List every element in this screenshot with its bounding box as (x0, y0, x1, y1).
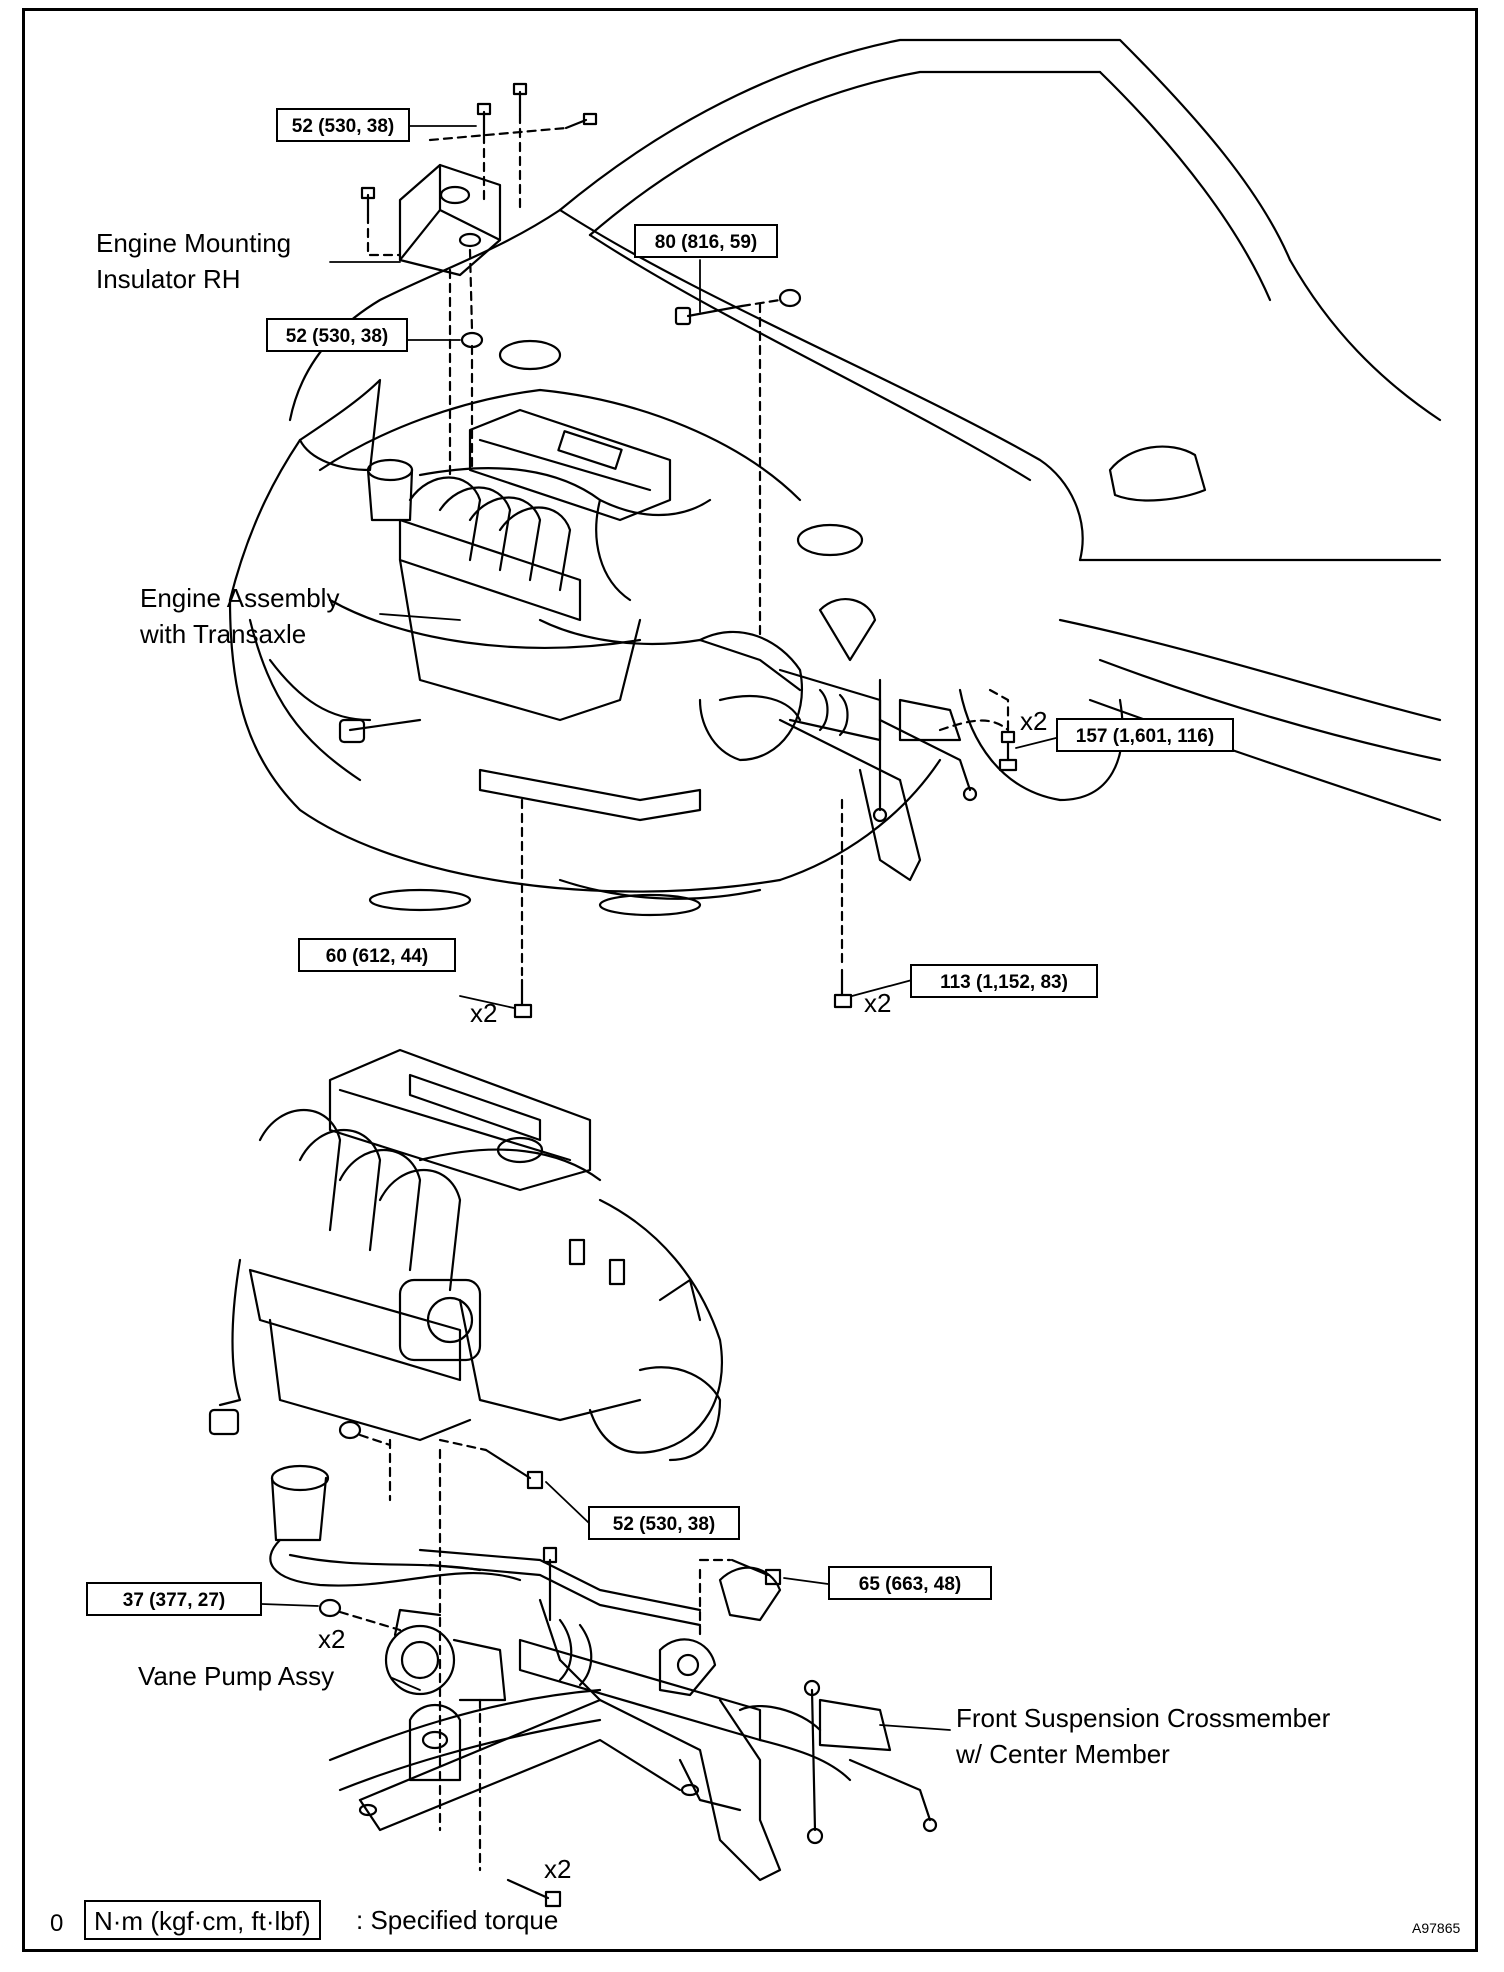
bolt-113 (833, 798, 853, 1009)
label-crossmember-line1: Front Suspension Crossmember (956, 1703, 1331, 1733)
bolt-157 (938, 688, 1018, 772)
label-engine-assembly-line2: with Transaxle (140, 619, 307, 649)
label-engine-mounting-line1: Engine Mounting (96, 228, 292, 258)
qty-37: x2 (318, 1624, 346, 1654)
label-crossmember-line2: w/ Center Member (956, 1739, 1170, 1769)
engine-mounting-insulator-rh (360, 82, 598, 482)
torque-box-mount-nut: 52 (530, 38) (266, 318, 408, 352)
bolt-80 (674, 288, 802, 642)
qty-157: x2 (1020, 706, 1048, 736)
legend-torque-units-box: N·m (kgf·cm, ft·lbf) (84, 1900, 321, 1940)
engine-assembly-bottom (208, 1048, 723, 1832)
nut-37 (318, 1598, 402, 1632)
bolt-65 (698, 1558, 782, 1586)
legend-specified-torque: : Specified torque (356, 1905, 559, 1935)
torque-box-80: 80 (816, 59) (634, 224, 778, 258)
bolt-60 (513, 798, 533, 1019)
label-vane-pump: Vane Pump Assy (138, 1661, 335, 1691)
torque-box-60: 60 (612, 44) (298, 938, 456, 972)
torque-box-113: 113 (1,152, 83) (910, 964, 1098, 998)
qty-bottom-bolt: x2 (544, 1854, 572, 1884)
label-engine-assembly-line1: Engine Assembly (140, 583, 340, 613)
torque-box-157: 157 (1,601, 116) (1056, 718, 1234, 752)
figure-id: A97865 (1412, 1920, 1461, 1936)
qty-113: x2 (864, 988, 892, 1018)
front-suspension-crossmember (269, 1464, 938, 1882)
torque-box-52-bottom: 52 (530, 38) (588, 1506, 740, 1540)
label-engine-mounting-line2: Insulator RH (96, 264, 241, 294)
vehicle-body (228, 38, 1442, 917)
engine-assembly-top (338, 408, 978, 882)
bolt-52-bottom (438, 1438, 544, 1490)
bolt-bottom-x2 (478, 1698, 562, 1908)
leader-lines (261, 125, 1057, 1731)
torque-box-mount-bolt: 52 (530, 38) (276, 108, 410, 142)
torque-box-37: 37 (377, 27) (86, 1582, 262, 1616)
diagram-frame (22, 8, 1478, 1952)
corner-mark: 0 (50, 1910, 64, 1937)
torque-box-65: 65 (663, 48) (828, 1566, 992, 1600)
qty-60: x2 (470, 998, 498, 1028)
